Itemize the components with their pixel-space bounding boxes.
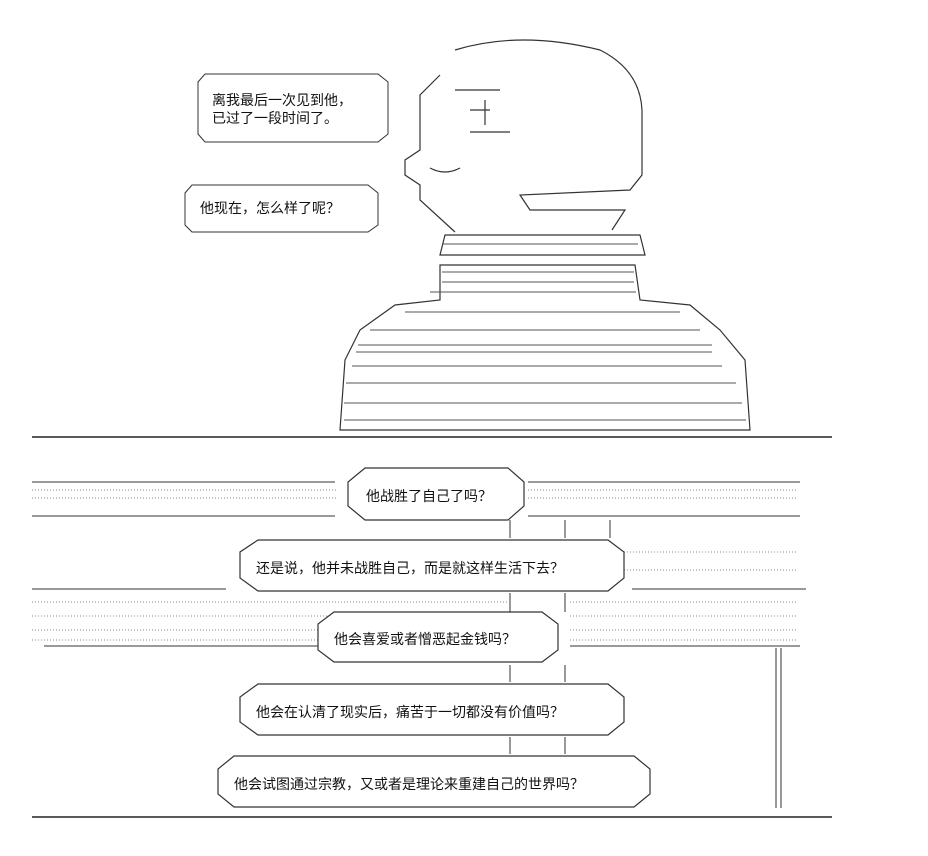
question-4-frame: [239, 683, 625, 736]
speech-bubble-1-frame: [197, 73, 389, 143]
question-4: 他会在认清了现实后，痛苦于一切都没有价值吗？: [256, 705, 564, 721]
figure-glasses: [455, 89, 510, 133]
question-2: 还是说，他并未战胜自己，而是就这样生活下去？: [256, 561, 564, 577]
question-1: 他战胜了自己了吗？: [366, 489, 492, 505]
question-1-frame: [347, 467, 525, 521]
figure-mouth: [429, 167, 461, 173]
figure-collar: [439, 234, 646, 256]
speech-line-2: 已过了一段时间了。: [212, 111, 338, 127]
figure-head-outline: [454, 39, 643, 231]
speech-bubble-2-frame: [184, 184, 379, 233]
speech-line-1: 离我最后一次见到他，: [212, 93, 352, 109]
figure-left-face: [404, 74, 456, 233]
question-2-frame: [239, 539, 625, 592]
speech-line-3: 他现在，怎么样了呢？: [200, 201, 340, 217]
figure-torso: [339, 264, 751, 431]
question-5: 他会试图通过宗教，又或者是理论来重建自己的世界吗？: [234, 777, 584, 793]
question-3: 他会喜爱或者憎恶起金钱吗？: [334, 632, 516, 648]
question-5-frame: [217, 755, 651, 808]
question-3-frame: [317, 611, 559, 663]
